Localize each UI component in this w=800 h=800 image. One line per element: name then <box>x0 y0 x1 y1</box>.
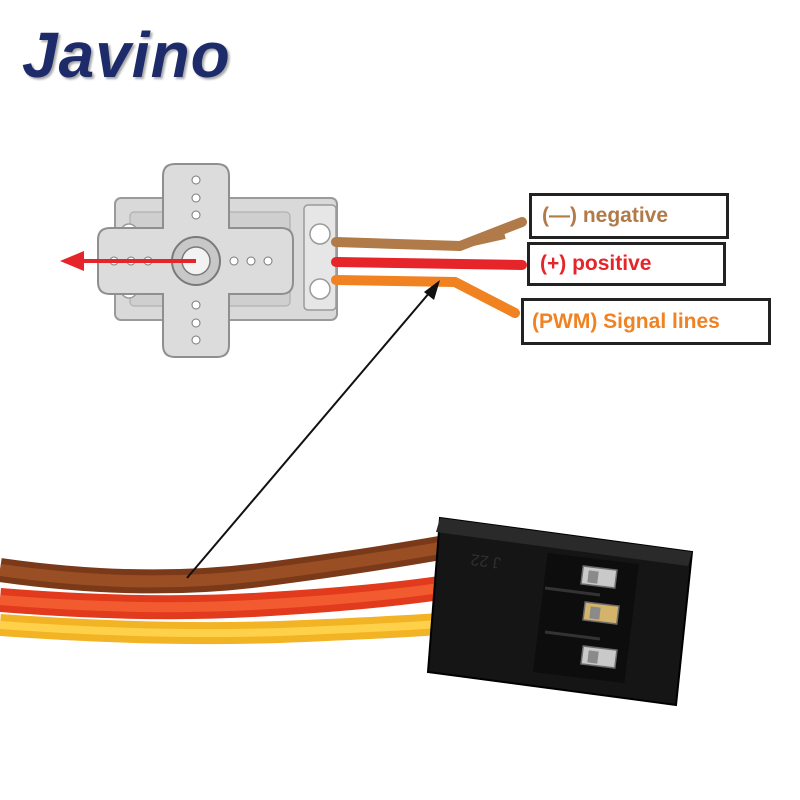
positive-wire-label: (+) positive <box>527 242 726 286</box>
signal-wire-label: (PWM) Signal lines <box>521 298 771 345</box>
servo-connector-icon: J 22 <box>428 518 692 705</box>
negative-wire-label: (—) negative <box>529 193 729 239</box>
signal-label-text: (PWM) Signal lines <box>532 310 720 334</box>
cable-bundle <box>0 548 440 633</box>
positive-label-text: (+) positive <box>540 252 651 276</box>
servo-wires <box>336 222 522 313</box>
negative-label-text: (—) negative <box>542 204 668 228</box>
